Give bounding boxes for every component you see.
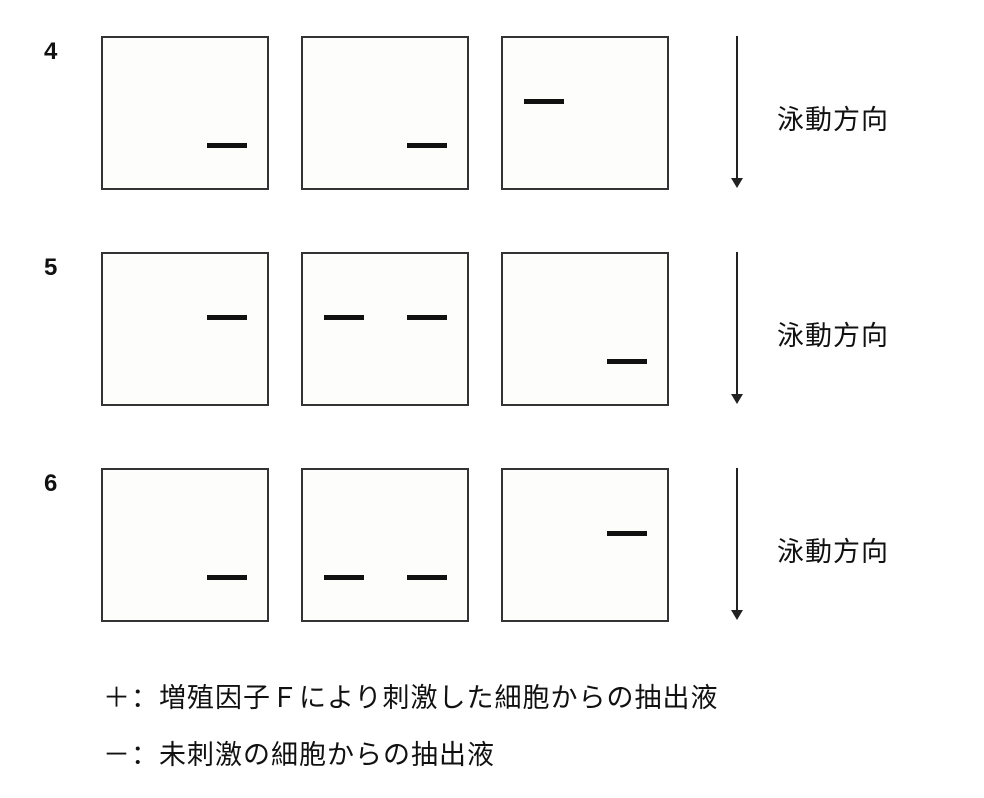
migration-direction-label: 泳動方向 — [777, 105, 889, 136]
arrowhead-icon — [731, 394, 743, 404]
legend-minus: －：未刺激の細胞からの抽出液 — [103, 740, 495, 771]
gel-row-4: 4 泳動方向 — [0, 36, 984, 196]
gel-panel — [101, 252, 269, 406]
gel-band — [524, 99, 564, 104]
gel-band — [207, 315, 247, 320]
row-number: 5 — [44, 254, 58, 281]
gel-band — [207, 575, 247, 580]
gel-panel — [301, 36, 469, 190]
gel-panel — [501, 36, 669, 190]
gel-panel — [501, 252, 669, 406]
gel-band — [407, 143, 447, 148]
gel-band — [207, 143, 247, 148]
arrowhead-icon — [731, 610, 743, 620]
gel-panel — [301, 252, 469, 406]
gel-band — [607, 531, 647, 536]
arrowhead-icon — [731, 178, 743, 188]
gel-panel — [301, 468, 469, 622]
row-number: 4 — [44, 38, 58, 65]
gel-band — [324, 315, 364, 320]
legend-plus: ＋：増殖因子Ｆにより刺激した細胞からの抽出液 — [103, 683, 719, 714]
gel-row-5: 5 泳動方向 — [0, 252, 984, 412]
migration-direction-label: 泳動方向 — [777, 321, 889, 352]
gel-panel — [101, 468, 269, 622]
migration-direction-label: 泳動方向 — [777, 537, 889, 568]
gel-band — [607, 359, 647, 364]
gel-band — [407, 315, 447, 320]
gel-band — [407, 575, 447, 580]
migration-arrow — [736, 468, 738, 612]
migration-arrow — [736, 36, 738, 180]
gel-panel — [501, 468, 669, 622]
gel-band — [324, 575, 364, 580]
row-number: 6 — [44, 470, 58, 497]
gel-row-6: 6 泳動方向 — [0, 468, 984, 628]
migration-arrow — [736, 252, 738, 396]
gel-panel — [101, 36, 269, 190]
